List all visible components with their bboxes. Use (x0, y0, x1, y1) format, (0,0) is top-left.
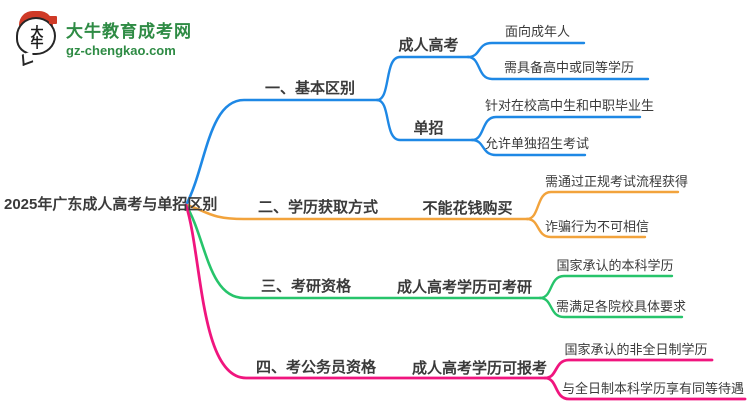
branch3-line (184, 203, 542, 300)
leaf-state-recognized-parttime[interactable]: 国家承认的非全日制学历 (564, 342, 708, 357)
leaf-separate-exam-line (470, 138, 587, 157)
leaf-highschool-equivalent[interactable]: 需具备高中或同等学历 (503, 60, 634, 75)
logo-text-block: 大牛教育成考网 gz-chengkao.com (66, 9, 192, 58)
leaf-formal-exam-process-line (525, 190, 680, 221)
branch1-danzhao-line (375, 98, 474, 142)
leaf-school-requirements[interactable]: 需满足各院校具体要求 (556, 299, 687, 314)
node-civil-service-eligibility[interactable]: 四、考公务员资格 (255, 359, 376, 376)
site-logo[interactable]: 大牛 大牛教育成考网 gz-chengkao.com (12, 9, 192, 67)
branch2-line (184, 203, 529, 221)
leaf-for-adults[interactable]: 面向成年人 (504, 24, 570, 39)
logo-red-seal (49, 16, 57, 24)
logo-speech-bubble: 大牛 (16, 17, 56, 55)
node-chengkao-can-apply[interactable]: 成人高考学历可报考 (412, 360, 548, 377)
leaf-school-requirements-line (538, 296, 684, 319)
leaf-separate-exam[interactable]: 允许单独招生考试 (485, 136, 590, 151)
leaf-fraud-warning[interactable]: 诈骗行为不可相信 (545, 219, 650, 234)
leaf-for-adults-line (466, 41, 586, 59)
leaf-state-recognized-bachelor-line (538, 274, 674, 300)
logo-bubble-text: 大牛 (28, 25, 44, 47)
node-cannot-buy[interactable]: 不能花钱购买 (422, 200, 513, 217)
leaf-equal-treatment-line (543, 376, 747, 401)
site-name: 大牛教育成考网 (66, 22, 192, 41)
node-chengkao-can-kaoyan[interactable]: 成人高考学历可考研 (396, 279, 532, 296)
leaf-state-recognized-bachelor[interactable]: 国家承认的本科学历 (556, 258, 674, 273)
branch1-adult-gaokao-line (375, 55, 470, 102)
leaf-targets-students[interactable]: 针对在校高中生和中职毕业生 (485, 98, 655, 113)
root-node[interactable]: 2025年广东成人高考与单招区别 (4, 196, 218, 213)
leaf-formal-exam-process[interactable]: 需通过正规考试流程获得 (545, 174, 689, 189)
node-degree-acquisition[interactable]: 二、学历获取方式 (257, 199, 378, 216)
node-danzhao[interactable]: 单招 (413, 120, 444, 137)
branch1-line (184, 98, 379, 207)
site-url: gz-chengkao.com (66, 43, 176, 58)
node-adult-gaokao[interactable]: 成人高考 (398, 37, 459, 54)
daniu-logo-icon: 大牛 (12, 9, 60, 67)
leaf-fraud-warning-line (525, 217, 647, 239)
node-basic-difference[interactable]: 一、基本区别 (264, 80, 355, 97)
leaf-highschool-equivalent-line (466, 55, 650, 81)
leaf-targets-students-line (470, 115, 642, 142)
leaf-state-recognized-parttime-line (543, 358, 714, 380)
branch4-line (184, 203, 547, 380)
leaf-equal-treatment[interactable]: 与全日制本科学历享有同等待遇 (561, 381, 744, 396)
node-postgrad-eligibility[interactable]: 三、考研资格 (260, 278, 351, 295)
